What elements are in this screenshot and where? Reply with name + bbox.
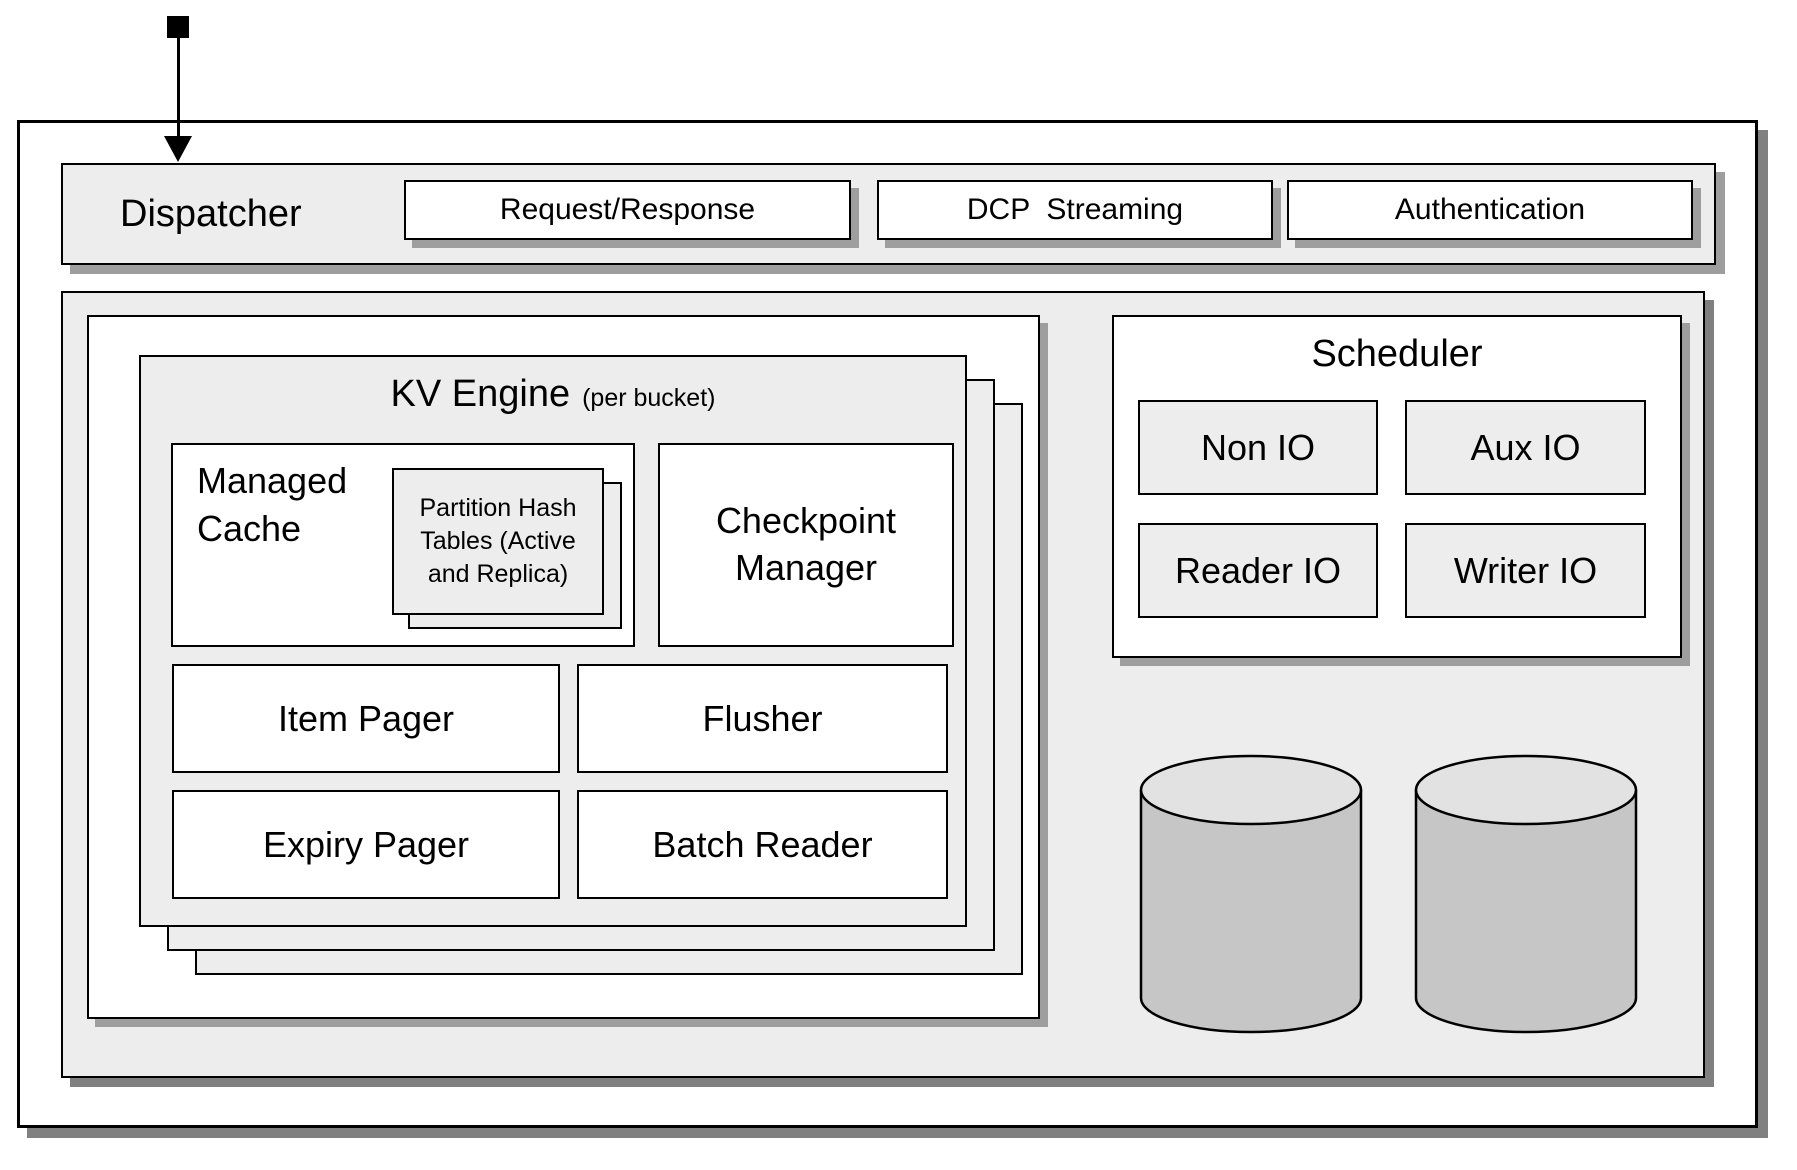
- kv-engine-subtitle: (per bucket): [582, 384, 716, 412]
- kv-engine-title: KV Engine: [390, 373, 571, 415]
- managed-cache-box: Managed Cache Partition Hash Tables (Act…: [171, 443, 635, 647]
- dispatcher-label: Dispatcher: [120, 192, 302, 235]
- arrow-start-square: [167, 16, 189, 38]
- aux-io-box: Aux IO: [1405, 400, 1646, 495]
- reader-io-box: Reader IO: [1138, 523, 1378, 618]
- request-response-box: Request/Response: [404, 180, 851, 240]
- checkpoint-manager-box: Checkpoint Manager: [658, 443, 954, 647]
- database-cylinder-icon: [1139, 754, 1363, 1034]
- checkpoint-manager-label: Checkpoint Manager: [715, 500, 897, 588]
- non-io-box: Non IO: [1138, 400, 1378, 495]
- authentication-box: Authentication: [1287, 180, 1693, 240]
- scheduler-title: Scheduler: [1311, 333, 1483, 375]
- arrow-line: [177, 38, 180, 138]
- expiry-pager-box: Expiry Pager: [172, 790, 560, 899]
- writer-io-box: Writer IO: [1405, 523, 1646, 618]
- batch-reader-box: Batch Reader: [577, 790, 948, 899]
- item-pager-box: Item Pager: [172, 664, 560, 773]
- dcp-streaming-box: DCP Streaming: [877, 180, 1273, 240]
- managed-cache-label: Managed Cache: [197, 460, 348, 549]
- flusher-box: Flusher: [577, 664, 948, 773]
- dispatcher-panel: Dispatcher Request/Response DCP Streamin…: [61, 163, 1716, 265]
- engine-main-panel: KV Engine (per bucket) Managed Cache Par…: [61, 291, 1705, 1078]
- arrow-down-icon: [164, 136, 192, 162]
- kv-engine-title-row: KV Engine (per bucket): [141, 373, 965, 416]
- partition-hash-tables-box: Partition Hash Tables (Active and Replic…: [392, 468, 604, 615]
- database-cylinder-icon: [1414, 754, 1638, 1034]
- scheduler-panel: Scheduler Non IO Aux IO Reader IO Writer…: [1112, 315, 1682, 658]
- kv-engine-box: KV Engine (per bucket) Managed Cache Par…: [139, 355, 967, 927]
